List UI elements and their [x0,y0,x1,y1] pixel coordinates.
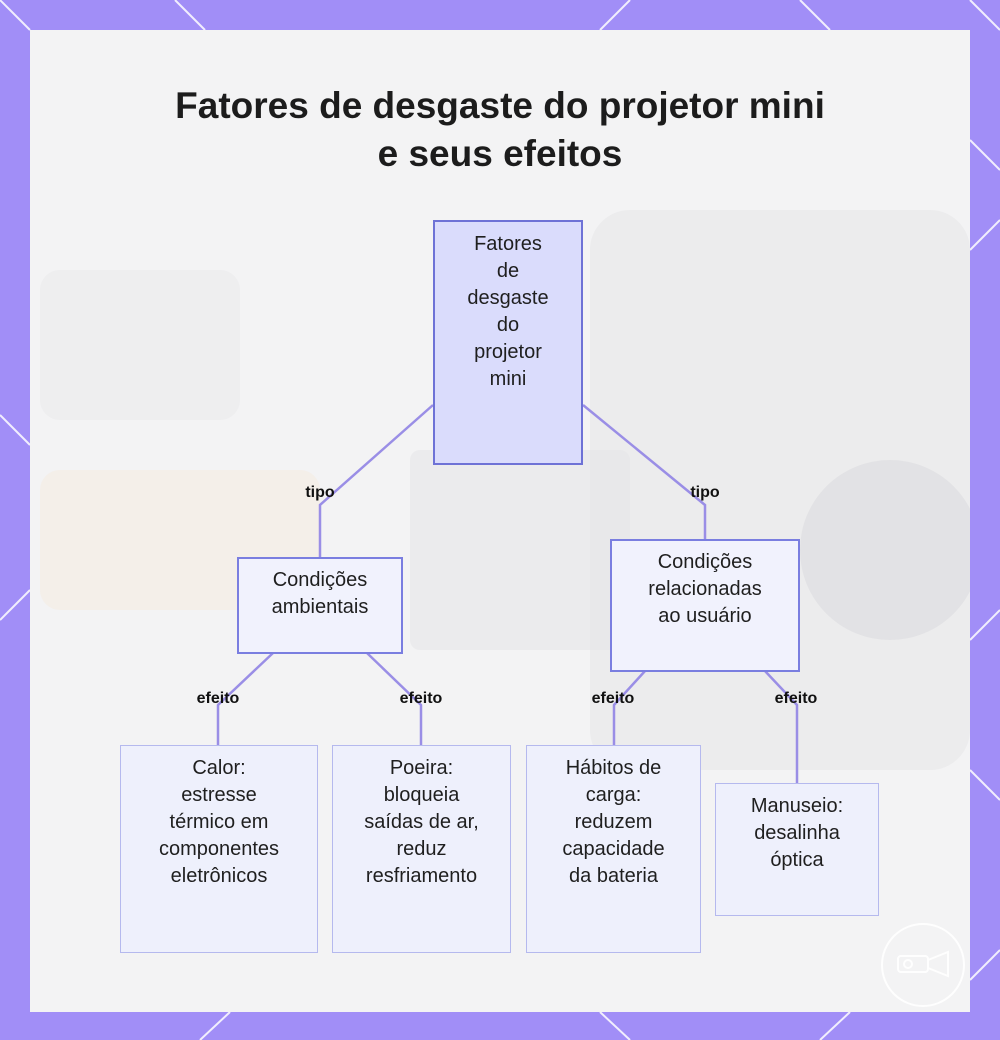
node-environmental-label: Condições ambientais [271,569,369,618]
connector-root-left [318,404,434,558]
edge-label-efeito-handling: efeito [774,690,818,707]
edge-label-efeito-dust: efeito [399,690,443,707]
node-charging-habits: Hábitos de carga: reduzem capacidade da … [526,745,701,953]
node-heat: Calor: estresse térmico em componentes e… [120,745,318,953]
projector-icon [881,923,965,1007]
title-line-1: Fatores de desgaste do projetor mini [175,85,825,126]
node-root: Fatores de desgaste do projetor mini [433,220,583,465]
connector-ambient-heat [216,652,274,746]
edge-label-tipo-right: tipo [690,484,720,501]
page-title: Fatores de desgaste do projetor mini e s… [0,82,1000,178]
node-user-label: Condições relacionadas ao usuário [648,551,762,627]
node-handling: Manuseio: desalinha óptica [715,783,879,916]
node-handling-label: Manuseio: desalinha óptica [750,795,844,871]
node-dust-label: Poeira: bloqueia saídas de ar, reduz res… [364,757,479,887]
edge-label-tipo-left: tipo [305,484,335,501]
edge-label-efeito-charging: efeito [591,690,635,707]
connector-root-right [582,404,707,540]
edge-label-efeito-heat: efeito [196,690,240,707]
node-environmental-conditions: Condições ambientais [237,557,403,654]
node-charging-label: Hábitos de carga: reduzem capacidade da … [562,757,665,887]
connector-user-handling [764,670,799,784]
connector-ambient-dust [366,652,423,746]
node-dust: Poeira: bloqueia saídas de ar, reduz res… [332,745,511,953]
connector-user-charge [612,670,646,746]
title-line-2: e seus efeitos [377,133,623,174]
node-user-conditions: Condições relacionadas ao usuário [610,539,800,672]
node-root-label: Fatores de desgaste do projetor mini [467,233,549,390]
node-heat-label: Calor: estresse térmico em componentes e… [158,757,280,887]
